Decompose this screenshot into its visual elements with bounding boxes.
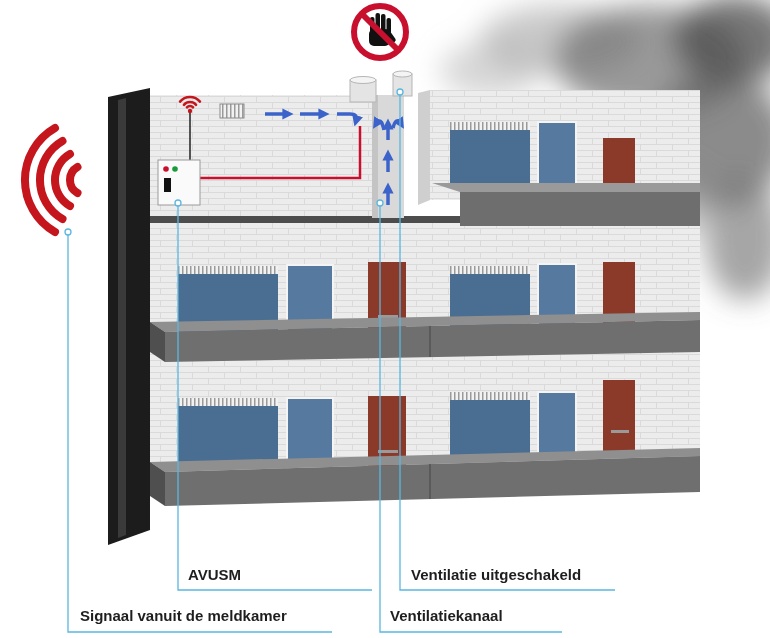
antenna-wave bbox=[184, 102, 196, 105]
leader-lines bbox=[68, 95, 615, 632]
leader-dot bbox=[377, 200, 383, 206]
status-led bbox=[163, 166, 169, 172]
chimney-top bbox=[350, 77, 376, 84]
parapet-end bbox=[150, 322, 165, 362]
chimney-top bbox=[393, 71, 412, 77]
window bbox=[450, 400, 530, 458]
door bbox=[603, 380, 635, 454]
signal-wave bbox=[40, 141, 63, 219]
vent-grille bbox=[220, 104, 244, 118]
antenna-dot bbox=[188, 109, 192, 113]
parapet-joint bbox=[429, 464, 431, 499]
leader-line bbox=[400, 95, 615, 590]
antenna-wire bbox=[189, 112, 191, 160]
callout-label: Ventilatie uitgeschakeld bbox=[411, 566, 581, 583]
signal-waves bbox=[25, 128, 78, 232]
airflow-arrow bbox=[376, 121, 384, 130]
leader-dot bbox=[65, 229, 71, 235]
shaft-shade bbox=[372, 95, 378, 218]
glass-door bbox=[538, 392, 576, 458]
airflow-arrow bbox=[386, 155, 390, 172]
leader-dot bbox=[397, 89, 403, 95]
balcony-top bbox=[432, 183, 700, 192]
parapet-end bbox=[150, 462, 165, 506]
leader-dot bbox=[175, 200, 181, 206]
signal-wave bbox=[55, 154, 70, 206]
leader-dots bbox=[65, 89, 403, 235]
status-led bbox=[172, 166, 178, 172]
antenna-wave bbox=[180, 97, 200, 102]
sign-ring bbox=[354, 6, 406, 58]
callout-label: Signaal vanuit de meldkamer bbox=[80, 607, 287, 624]
airflow-arrows bbox=[265, 114, 401, 205]
airflow-arrow bbox=[386, 188, 390, 205]
penthouse-side bbox=[418, 90, 430, 205]
smoke-cloud bbox=[675, 0, 770, 85]
window bbox=[450, 130, 530, 188]
sign-slash bbox=[362, 14, 398, 50]
glass-door bbox=[287, 398, 333, 468]
control-wire bbox=[200, 126, 360, 178]
avusm-unit bbox=[158, 160, 200, 205]
control-box bbox=[158, 160, 200, 205]
penthouse-openings bbox=[450, 122, 635, 190]
signal-wave bbox=[70, 167, 78, 193]
side-wall-edge bbox=[118, 98, 126, 538]
letterbox bbox=[378, 450, 398, 453]
parapet-joint bbox=[429, 326, 431, 357]
callout-label: AVUSM bbox=[188, 566, 241, 583]
airflow-arrow bbox=[265, 112, 288, 116]
stop-sign bbox=[354, 6, 406, 58]
window-grille bbox=[450, 122, 530, 130]
window-grille bbox=[450, 392, 530, 400]
airflow-arrow bbox=[300, 112, 324, 116]
window-grille bbox=[178, 398, 278, 406]
ventilation-shaft bbox=[372, 95, 404, 218]
door bbox=[603, 138, 635, 190]
parapet-front bbox=[165, 456, 700, 506]
switch bbox=[164, 178, 171, 192]
penthouse-wall bbox=[430, 90, 700, 200]
roof-room-wall bbox=[150, 95, 372, 220]
callout-label: Ventilatiekanaal bbox=[390, 607, 503, 624]
leader-line bbox=[68, 235, 332, 632]
side-wall bbox=[108, 88, 150, 545]
airflow-arrow bbox=[386, 124, 390, 140]
antenna-wave bbox=[187, 106, 193, 107]
balcony-front bbox=[460, 192, 700, 226]
window bbox=[178, 406, 278, 468]
smoke-cloud bbox=[440, 42, 540, 98]
window-grille bbox=[450, 266, 530, 274]
airflow-arrow bbox=[337, 114, 356, 121]
glass-door bbox=[538, 122, 576, 188]
antenna bbox=[180, 97, 200, 160]
letterbox bbox=[611, 430, 629, 433]
signal-wave bbox=[25, 128, 55, 232]
window-grille bbox=[178, 266, 278, 274]
parapet-front bbox=[165, 320, 700, 362]
leader-line bbox=[178, 206, 372, 590]
